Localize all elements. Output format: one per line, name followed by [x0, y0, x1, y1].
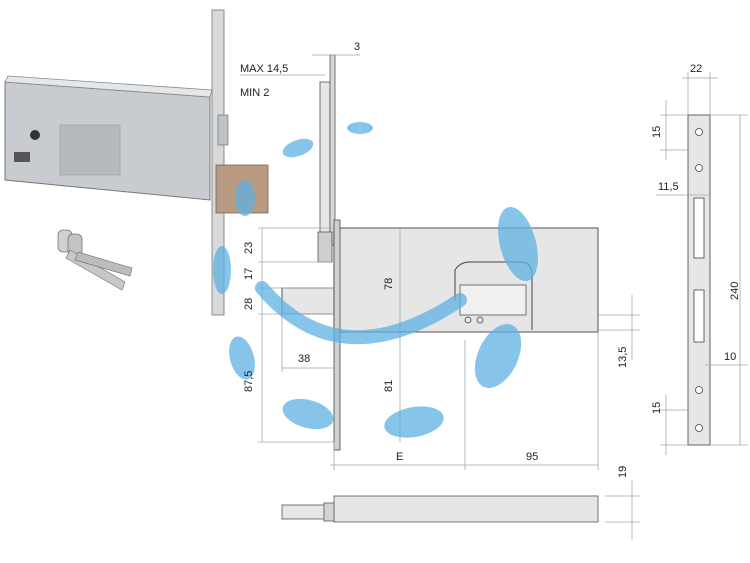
- label-dim-15-top: 15: [651, 126, 663, 138]
- label-dim-78: 78: [383, 278, 395, 290]
- label-dim-28: 28: [243, 298, 255, 310]
- label-dim-38: 38: [298, 353, 310, 365]
- keys-icon: [57, 229, 133, 291]
- label-dim-17: 17: [243, 268, 255, 280]
- label-max: MAX 14,5: [240, 63, 288, 75]
- watermark-shapes: [213, 122, 538, 438]
- label-dim-15-bottom: 15: [651, 402, 663, 414]
- label-dim-87-5: 87,5: [243, 371, 255, 392]
- label-dim-10: 10: [724, 351, 736, 363]
- label-dim-95: 95: [526, 451, 538, 463]
- label-dim-3: 3: [354, 41, 360, 53]
- front-plate-profile: [317, 54, 336, 263]
- label-dim-11-5: 11,5: [658, 181, 679, 193]
- label-dim-240: 240: [729, 282, 741, 300]
- label-dim-19: 19: [617, 466, 629, 478]
- label-dim-22: 22: [690, 63, 702, 75]
- lock-photo: [4, 9, 269, 316]
- label-min: MIN 2: [240, 87, 269, 99]
- side-plate-drawing: [687, 114, 711, 446]
- label-dim-E: E: [396, 451, 403, 463]
- label-dim-23: 23: [243, 242, 255, 254]
- bottom-bolt-bar: [281, 495, 599, 523]
- label-dim-13-5: 13,5: [617, 347, 629, 368]
- label-dim-81: 81: [383, 380, 395, 392]
